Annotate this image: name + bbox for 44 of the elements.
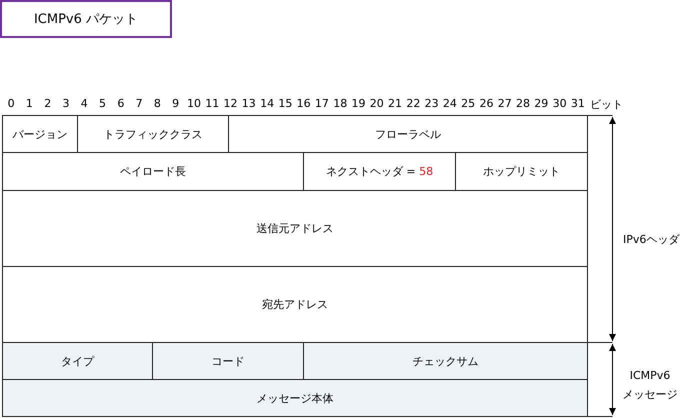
bit-number: 0 bbox=[8, 97, 15, 110]
bit-number: 4 bbox=[80, 97, 88, 110]
bit-number: 29 bbox=[534, 97, 548, 110]
section-label: IPv6ヘッダ bbox=[623, 232, 680, 247]
packet-field: フローラベル bbox=[228, 115, 588, 153]
bit-number: 18 bbox=[333, 97, 348, 110]
packet-field: コード bbox=[152, 342, 304, 380]
bit-number: 19 bbox=[351, 97, 366, 110]
bit-number: 17 bbox=[314, 97, 329, 110]
bit-number: 10 bbox=[186, 97, 201, 110]
bit-number: 12 bbox=[224, 97, 238, 110]
packet-field: タイプ bbox=[2, 342, 153, 380]
bit-number: 28 bbox=[516, 97, 530, 110]
bit-number: 31 bbox=[570, 97, 585, 110]
bit-number: 26 bbox=[479, 97, 494, 110]
bit-number: 21 bbox=[388, 97, 402, 110]
bit-number: 8 bbox=[154, 97, 161, 110]
bit-number: 23 bbox=[424, 97, 439, 110]
bit-number: 27 bbox=[498, 97, 512, 110]
diagram-title: ICMPv6 パケット bbox=[0, 0, 172, 38]
bit-number: 22 bbox=[406, 97, 420, 110]
bit-number: 3 bbox=[62, 97, 70, 110]
bit-number: 5 bbox=[99, 97, 106, 110]
bit-number: 1 bbox=[26, 97, 33, 110]
bit-number: 16 bbox=[296, 97, 311, 110]
packet-field: 宛先アドレス bbox=[2, 266, 588, 343]
bit-number: 24 bbox=[442, 97, 457, 110]
bit-number: 30 bbox=[552, 97, 567, 110]
section-label: ICMPv6 メッセージ bbox=[622, 368, 678, 403]
packet-field: 送信元アドレス bbox=[2, 190, 588, 267]
bit-number: 9 bbox=[172, 97, 180, 110]
unit-label: ビット bbox=[590, 97, 623, 112]
bit-number: 7 bbox=[136, 97, 143, 110]
packet-field: メッセージ本体 bbox=[2, 379, 588, 417]
bit-number: 20 bbox=[370, 97, 384, 110]
bit-number: 6 bbox=[117, 97, 124, 110]
bit-number: 11 bbox=[205, 97, 220, 110]
bit-number: 2 bbox=[44, 97, 52, 110]
bit-number: 25 bbox=[461, 97, 476, 110]
bit-number: 13 bbox=[242, 97, 256, 110]
packet-field: バージョン bbox=[2, 115, 78, 153]
packet-field: チェックサム bbox=[303, 342, 588, 380]
bit-number: 14 bbox=[260, 97, 274, 110]
bit-number: 15 bbox=[278, 97, 292, 110]
